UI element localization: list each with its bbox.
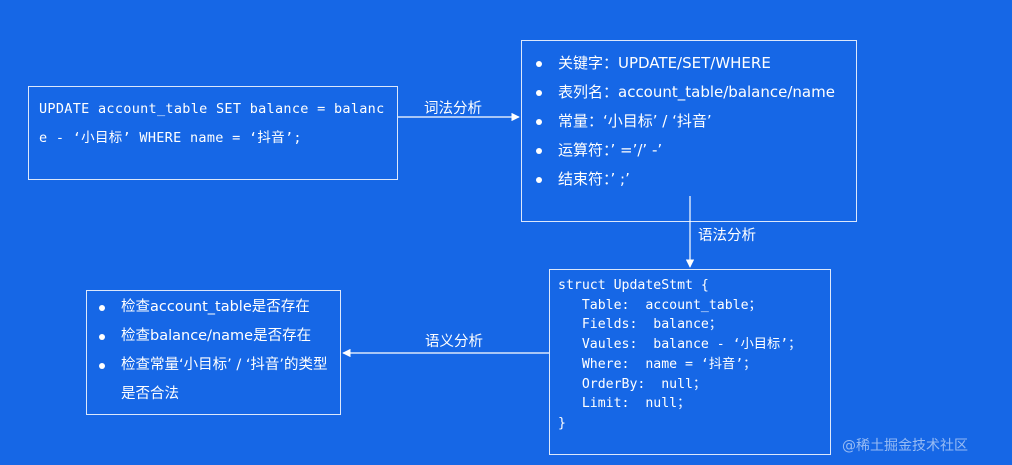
code-line: OrderBy: null； xyxy=(558,376,707,392)
list-item: 常量：‘小目标’ / ‘抖音’ xyxy=(534,107,844,136)
code-line: Table: account_table； xyxy=(558,297,762,313)
list-item: 检查常量‘小目标’ / ‘抖音’的类型是否合法 xyxy=(97,351,330,409)
edge-label-semantic: 语义分析 xyxy=(425,334,483,350)
semantic-check-list: 检查account_table是否存在 检查balance/name是否存在 检… xyxy=(97,293,330,409)
code-line: struct UpdateStmt { xyxy=(558,278,709,293)
lexical-token-list: 关键字：UPDATE/SET/WHERE 表列名：account_table/b… xyxy=(534,49,844,194)
sql-statement-box: UPDATE account_table SET balance = balan… xyxy=(28,86,398,180)
code-line: Where: name = ‘抖音’； xyxy=(558,356,757,372)
struct-code: struct UpdateStmt { Table: account_table… xyxy=(558,276,822,434)
list-item: 检查account_table是否存在 xyxy=(97,293,330,322)
sql-statement-text: UPDATE account_table SET balance = balan… xyxy=(39,101,385,146)
list-item: 表列名：account_table/balance/name xyxy=(534,78,844,107)
code-line: Fields: balance； xyxy=(558,317,723,333)
code-line: } xyxy=(558,415,566,431)
edge-label-syntax: 语法分析 xyxy=(698,228,756,244)
syntax-tree-box: struct UpdateStmt { Table: account_table… xyxy=(549,269,831,455)
semantic-analysis-box: 检查account_table是否存在 检查balance/name是否存在 检… xyxy=(86,290,341,415)
list-item: 运算符：’ =’/’ -’ xyxy=(534,136,844,165)
list-item: 结束符：’ ;’ xyxy=(534,165,844,194)
lexical-analysis-box: 关键字：UPDATE/SET/WHERE 表列名：account_table/b… xyxy=(521,40,857,222)
list-item: 检查balance/name是否存在 xyxy=(97,322,330,351)
code-line: Vaules: balance - ‘小目标’； xyxy=(558,337,802,353)
code-line: Limit: null； xyxy=(558,396,691,412)
edge-label-lexical: 词法分析 xyxy=(424,101,482,117)
list-item: 关键字：UPDATE/SET/WHERE xyxy=(534,49,844,78)
watermark: @稀土掘金技术社区 xyxy=(842,438,968,454)
